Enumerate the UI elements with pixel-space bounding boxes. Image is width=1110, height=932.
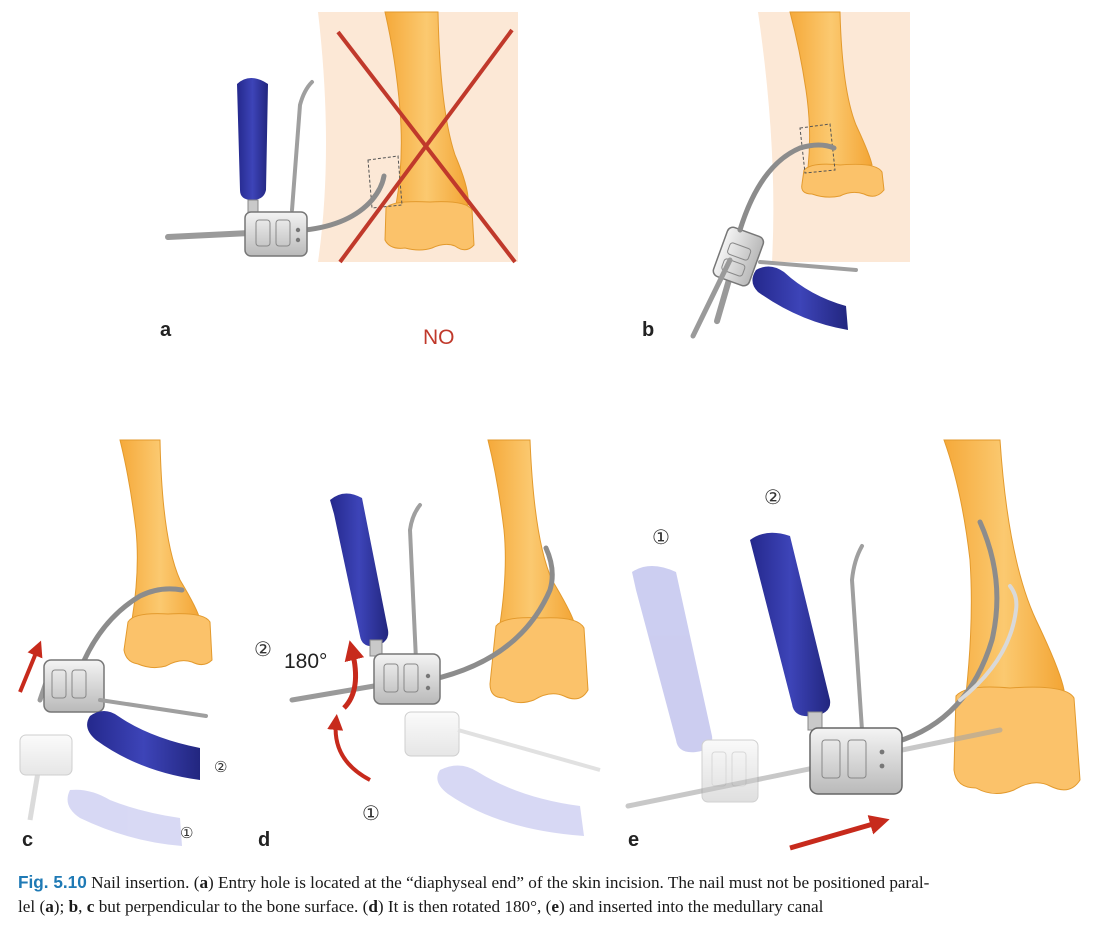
figure-number: Fig. 5.10 (18, 872, 87, 892)
panel-label-c: c (22, 829, 33, 851)
caption-text: Nail insertion. (a) Entry hole is locate… (18, 873, 930, 916)
figure-caption: Fig. 5.10 Nail insertion. (a) Entry hole… (18, 870, 1094, 919)
nail-inserter (809, 727, 903, 795)
direction-arrow (789, 815, 890, 851)
clamp-arm (849, 544, 864, 732)
no-cross-icon (336, 28, 517, 264)
nail-inserter (37, 659, 208, 718)
nail (737, 142, 837, 233)
panel-label-b: b (642, 319, 654, 341)
panel-c: ② ① c (18, 439, 227, 851)
panel-e: ① ② e (625, 439, 1081, 851)
nail-shadow (958, 584, 1019, 702)
panel-d: ② 180° ① d (254, 439, 601, 851)
tibia-bone (943, 439, 1081, 794)
panel-b: b (642, 11, 910, 341)
nail (893, 519, 1000, 745)
nail-insertion-figure: a NO b (18, 11, 1081, 851)
nail-inserter (165, 78, 387, 257)
panel-label-d: d (258, 829, 270, 851)
entry-window (367, 155, 403, 209)
tibia-bone (789, 11, 885, 198)
handle-tip (758, 260, 858, 272)
rotation-arrow-upper (342, 640, 365, 710)
ghost-inserter (19, 734, 182, 846)
blue-handle (87, 711, 200, 780)
panel-label-e: e (628, 829, 639, 851)
step-label-two: ② (254, 637, 272, 661)
panel-a: a NO (160, 11, 518, 349)
entry-window (799, 123, 836, 174)
tibia-bone (384, 11, 475, 251)
blue-handle (330, 493, 389, 647)
rotation-arrow-lower (327, 714, 371, 782)
step-label-two: ② (214, 758, 227, 776)
blue-handle (752, 266, 848, 330)
step-label-two: ② (764, 485, 782, 509)
blue-handle (750, 532, 831, 717)
clamp-arm (407, 503, 422, 662)
step-label-one: ① (180, 824, 193, 842)
nail (427, 545, 555, 683)
step-label-one: ① (362, 801, 380, 825)
step-label-one: ① (652, 525, 670, 549)
tibia-bone (487, 439, 589, 704)
panel-label-a: a (160, 319, 172, 341)
nail-inserter (373, 653, 441, 705)
guide-wire (690, 257, 733, 339)
direction-arrow (18, 640, 43, 693)
nail (77, 586, 185, 673)
guide-wire (289, 682, 383, 703)
rotation-degree-label: 180° (284, 650, 327, 673)
no-label: NO (423, 326, 455, 349)
ghost-inserter (404, 711, 601, 836)
tibia-bone (119, 439, 213, 669)
ghost-handle (632, 566, 759, 803)
